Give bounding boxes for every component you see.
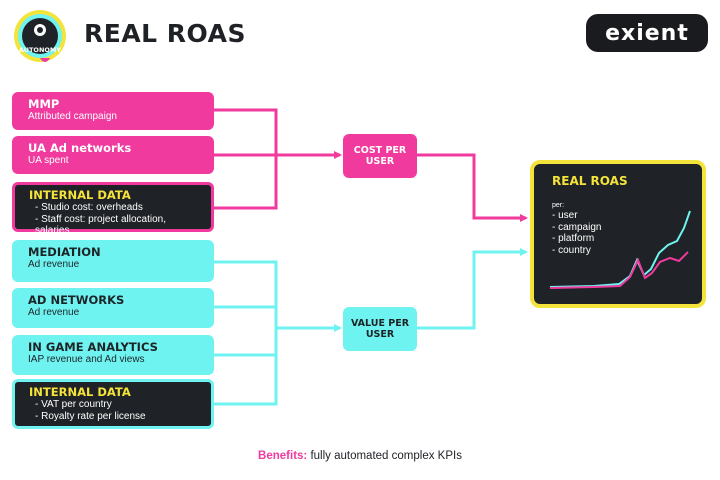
real-roas-title: REAL ROAS bbox=[552, 174, 628, 188]
real-roas-per-label: per: bbox=[552, 202, 565, 209]
ua-ad-networks-subtitle: UA spent bbox=[28, 155, 69, 167]
connector-mmp bbox=[214, 108, 278, 155]
real-roas-dimensions: - user - campaign - platform - country bbox=[552, 210, 601, 256]
ad-networks-subtitle: Ad revenue bbox=[28, 307, 80, 319]
internal-revenue-title: INTERNAL DATA bbox=[29, 385, 131, 399]
value-per-user-line1: VALUE PER bbox=[350, 317, 410, 329]
exient-logo-text: exient bbox=[605, 20, 689, 46]
dimension-item: - platform bbox=[552, 233, 595, 244]
benefits-text: fully automated complex KPIs bbox=[310, 450, 462, 462]
mediation-subtitle: Ad revenue bbox=[28, 259, 80, 271]
cost-per-user-line1: COST PER bbox=[353, 144, 407, 156]
benefits-caption: Benefits: fully automated complex KPIs bbox=[0, 450, 720, 462]
real-roas-output: REAL ROAS per: - user - campaign - platf… bbox=[530, 160, 706, 308]
internal-cost-item: - Staff cost: project allocation, salari… bbox=[35, 213, 166, 237]
page-title: REAL ROAS bbox=[84, 19, 246, 48]
mediation-box: MEDIATION Ad revenue bbox=[12, 240, 214, 282]
value-per-user-node: VALUE PER USER bbox=[343, 307, 417, 351]
internal-cost-title: INTERNAL DATA bbox=[29, 188, 131, 202]
internal-revenue-item: - Royalty rate per license bbox=[35, 410, 146, 422]
ua-ad-networks-box: UA Ad networks UA spent bbox=[12, 136, 214, 174]
internal-revenue-box: INTERNAL DATA - VAT per country - Royalt… bbox=[12, 379, 214, 429]
mediation-title: MEDIATION bbox=[28, 245, 101, 259]
mmp-title: MMP bbox=[28, 97, 60, 111]
connector-value-to-roas bbox=[417, 248, 528, 330]
autonomy-logo-text: AUTONOMY bbox=[18, 46, 62, 54]
connector-internal-revenue bbox=[214, 262, 278, 406]
ad-networks-title: AD NETWORKS bbox=[28, 293, 125, 307]
ua-ad-networks-title: UA Ad networks bbox=[28, 141, 132, 155]
mmp-subtitle: Attributed campaign bbox=[28, 111, 117, 123]
connector-cost-to-roas bbox=[417, 153, 528, 222]
internal-cost-box: INTERNAL DATA - Studio cost: overheads -… bbox=[12, 182, 214, 236]
in-game-analytics-box: IN GAME ANALYTICS IAP revenue and Ad vie… bbox=[12, 335, 214, 375]
cost-per-user-line2: USER bbox=[365, 156, 395, 167]
roas-trend-graphic bbox=[549, 210, 691, 289]
ad-networks-box: AD NETWORKS Ad revenue bbox=[12, 288, 214, 328]
benefits-label: Benefits: bbox=[258, 450, 308, 462]
mmp-box: MMP Attributed campaign bbox=[12, 92, 214, 130]
in-game-analytics-subtitle: IAP revenue and Ad views bbox=[28, 354, 145, 366]
dimension-item: - user bbox=[552, 210, 578, 221]
autonomy-logo bbox=[14, 10, 66, 62]
internal-revenue-item: - VAT per country bbox=[35, 399, 112, 411]
dimension-item: - country bbox=[552, 244, 591, 256]
internal-cost-item: - Studio cost: overheads bbox=[35, 202, 143, 214]
in-game-analytics-title: IN GAME ANALYTICS bbox=[28, 340, 158, 354]
cost-per-user-node: COST PER USER bbox=[343, 134, 417, 178]
connector-mediation bbox=[214, 260, 278, 328]
connector-internal-cost bbox=[214, 155, 278, 210]
dimension-item: - campaign bbox=[552, 221, 602, 233]
value-per-user-line2: USER bbox=[365, 329, 395, 340]
exient-logo: exient bbox=[586, 14, 708, 52]
